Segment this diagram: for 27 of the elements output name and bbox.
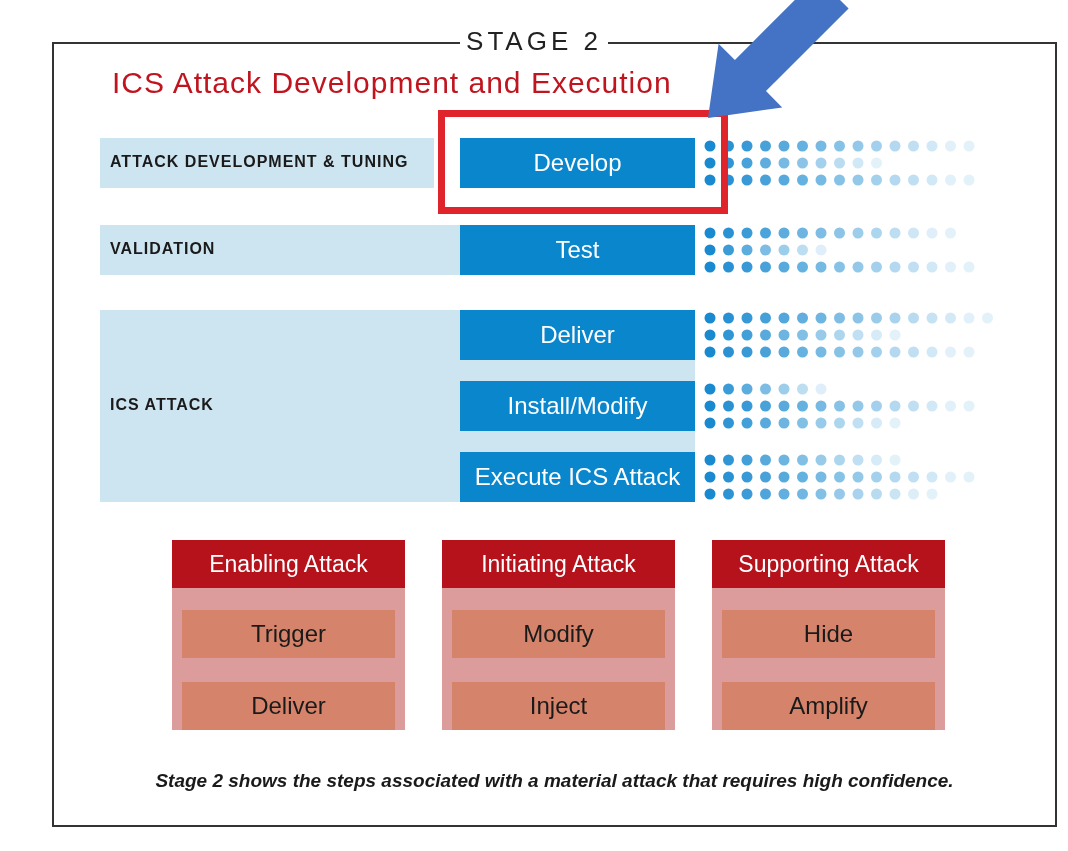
row-band — [100, 138, 434, 188]
caption: Stage 2 shows the steps associated with a material attack that requires high confidence. — [154, 770, 955, 792]
method-box: Modify — [452, 610, 665, 658]
arrow — [708, 0, 849, 118]
row-label: ICS ATTACK — [110, 396, 214, 414]
row-label: VALIDATION — [110, 240, 216, 258]
row-label: ATTACK DEVELOPMENT & TUNING — [110, 153, 409, 171]
step-box: Install/Modify — [460, 381, 695, 431]
diagram-title: ICS Attack Development and Execution — [112, 66, 672, 100]
step-box: Test — [460, 225, 695, 275]
step-box: Execute ICS Attack — [460, 452, 695, 502]
category-panel — [172, 540, 405, 730]
method-box: Hide — [722, 610, 935, 658]
panel-header: Supporting Attack — [712, 540, 945, 588]
panel-header: Enabling Attack — [172, 540, 405, 588]
step-box: Deliver — [460, 310, 695, 360]
panel-header: Initiating Attack — [442, 540, 675, 588]
category-panel — [712, 540, 945, 730]
row-band — [100, 310, 695, 502]
method-box: Trigger — [182, 610, 395, 658]
method-box: Amplify — [722, 682, 935, 730]
highlight-frame — [438, 110, 728, 214]
row-band — [100, 225, 695, 275]
method-box: Inject — [452, 682, 665, 730]
method-box: Deliver — [182, 682, 395, 730]
step-box: Develop — [460, 138, 695, 188]
category-panel — [442, 540, 675, 730]
